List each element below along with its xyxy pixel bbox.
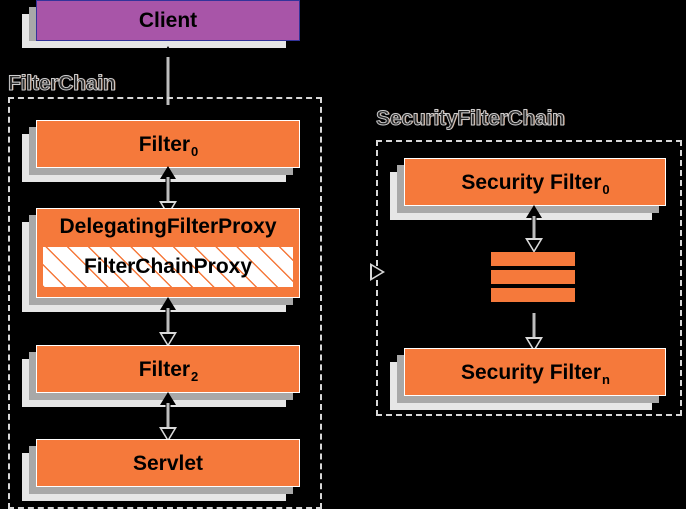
node-face[interactable]: Filter0 bbox=[36, 120, 300, 168]
arrow-stem bbox=[165, 308, 171, 334]
connector-proxy-to-securitychain-arrowhead-fill bbox=[372, 266, 382, 278]
node-label-subscript: 2 bbox=[191, 368, 199, 384]
connector-filter2-servlet bbox=[152, 392, 184, 442]
arrowhead-up-solid bbox=[160, 46, 176, 59]
arrowhead-down-hollow bbox=[528, 240, 540, 250]
node-face[interactable]: Security Filtern bbox=[404, 348, 666, 396]
node-label: Filter0 bbox=[138, 132, 199, 159]
arrowhead-down-hollow bbox=[162, 108, 174, 118]
arrow-stem bbox=[165, 177, 171, 203]
node-security-filter-n[interactable]: Security Filtern bbox=[390, 348, 666, 410]
connector-securityfilter0-ellipsis bbox=[518, 205, 550, 253]
node-label: Security Filtern bbox=[460, 360, 610, 387]
node-label: Security Filter0 bbox=[461, 170, 610, 197]
connector-ellipsis-securityfiltern bbox=[518, 302, 550, 352]
arrowhead-down-hollow bbox=[162, 334, 174, 344]
connector-client-filter0 bbox=[152, 46, 184, 120]
node-label: FilterChainProxy bbox=[83, 255, 253, 278]
node-face[interactable]: DelegatingFilterProxy FilterChainProxy bbox=[36, 208, 300, 298]
node-label-subscript: 0 bbox=[191, 143, 199, 159]
node-client[interactable]: Client bbox=[22, 0, 300, 48]
arrow-stem bbox=[531, 313, 537, 339]
filterchain-label: FilterChain bbox=[8, 72, 117, 96]
node-delegating-filter-proxy[interactable]: DelegatingFilterProxy FilterChainProxy bbox=[22, 208, 300, 312]
node-label-subscript: n bbox=[602, 371, 610, 387]
node-filter-chain-proxy[interactable]: FilterChainProxy bbox=[41, 245, 295, 289]
arrowhead-up-solid bbox=[526, 302, 542, 315]
arrowhead-up-solid bbox=[526, 205, 542, 218]
node-label: Filter2 bbox=[138, 357, 199, 384]
arrowhead-up-solid bbox=[160, 297, 176, 310]
node-label-subscript: 0 bbox=[602, 181, 610, 197]
node-label: Servlet bbox=[132, 451, 204, 475]
ellipsis-bar bbox=[491, 252, 575, 266]
node-face[interactable]: Client bbox=[36, 0, 300, 41]
arrowhead-up-solid bbox=[160, 392, 176, 405]
arrowhead-down-hollow bbox=[528, 339, 540, 349]
node-face[interactable]: Servlet bbox=[36, 439, 300, 487]
node-face[interactable]: Filter2 bbox=[36, 345, 300, 393]
ellipsis-bar bbox=[491, 288, 575, 302]
securityfilterchain-label: SecurityFilterChain bbox=[376, 107, 566, 131]
node-filter-2[interactable]: Filter2 bbox=[22, 345, 300, 407]
ellipsis-bar bbox=[491, 270, 575, 284]
arrowhead-up-solid bbox=[160, 166, 176, 179]
arrow-stem bbox=[165, 57, 171, 105]
arrow-stem bbox=[531, 216, 537, 240]
connector-delegating-filter2 bbox=[152, 297, 184, 347]
arrow-stem bbox=[165, 403, 171, 429]
node-label: DelegatingFilterProxy bbox=[59, 215, 277, 238]
arrowhead-down-hollow bbox=[162, 429, 174, 439]
node-label: Client bbox=[138, 9, 198, 32]
node-filter-0[interactable]: Filter0 bbox=[22, 120, 300, 182]
node-servlet[interactable]: Servlet bbox=[22, 439, 300, 501]
node-face[interactable]: Security Filter0 bbox=[404, 158, 666, 206]
